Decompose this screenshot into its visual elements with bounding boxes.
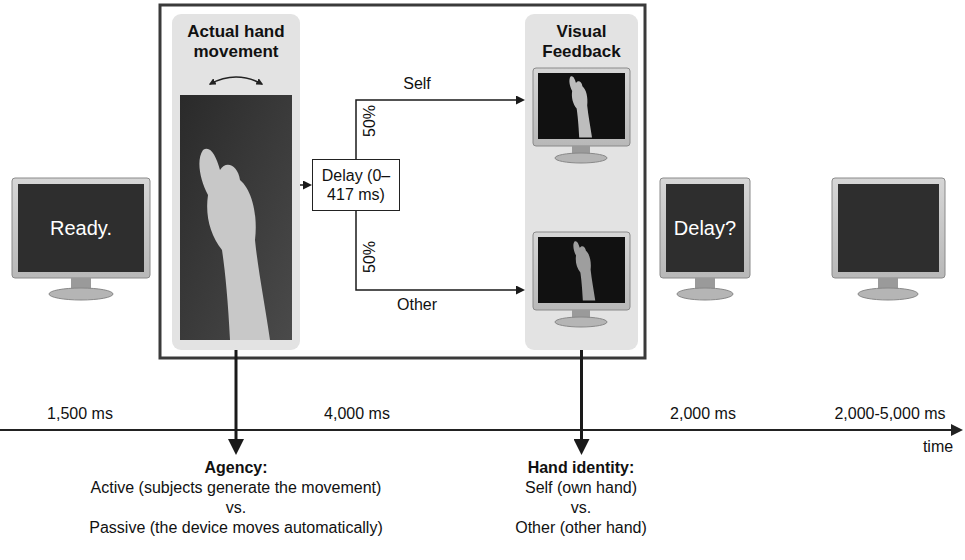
panel-background — [172, 14, 300, 350]
monitor-base — [555, 317, 607, 327]
duration-label: 2,000-5,000 ms — [834, 405, 945, 423]
flow-arrow — [300, 184, 308, 186]
node-title: Hand identity: — [515, 458, 647, 478]
monitor-screen — [666, 184, 744, 272]
condition-block: Hand identity:Self (own hand)vs.Other (o… — [513, 455, 649, 538]
duration-label: 4,000 ms — [324, 405, 390, 423]
monitor-bezel — [12, 178, 150, 278]
connectors — [236, 100, 582, 447]
probability-label: 50% — [361, 105, 379, 137]
monitor-screen — [538, 237, 625, 303]
monitor-screen-text: Ready. — [18, 184, 144, 272]
monitor — [12, 178, 150, 300]
monitor-screen-text: Delay? — [666, 184, 744, 272]
node-text: Self (own hand) — [515, 478, 647, 498]
outer-frame — [160, 5, 645, 358]
condition-block: Agency:Active (subjects generate the mov… — [87, 455, 384, 538]
node-title: Agency: — [89, 458, 382, 478]
monitor-bezel — [533, 68, 630, 146]
monitor-screen — [18, 184, 144, 272]
monitor-bezel — [832, 178, 945, 278]
node-text: Other (other hand) — [515, 518, 647, 538]
edge-label: Other — [397, 296, 437, 314]
node-title: Delay (0–417 ms) — [321, 166, 391, 204]
node-text: vs. — [515, 498, 647, 518]
monitor-screen — [538, 73, 625, 139]
node-text: Active (subjects generate the movement) — [89, 478, 382, 498]
monitor — [832, 178, 945, 300]
hand-figure — [569, 76, 592, 137]
monitor-base — [858, 288, 918, 300]
node-title: Delay? — [674, 217, 736, 240]
flow-arrow — [356, 211, 521, 290]
panel-box: Visual Feedback — [525, 14, 638, 350]
monitor-bezel — [533, 232, 630, 310]
node-title: Visual Feedback — [529, 22, 634, 62]
monitor-screen — [838, 184, 939, 272]
duration-label: time — [923, 438, 953, 456]
monitor-bezel — [660, 178, 750, 278]
monitor — [533, 68, 630, 163]
process-box: Delay (0–417 ms) — [312, 159, 400, 211]
hand-photo — [180, 95, 292, 340]
monitor — [660, 178, 750, 300]
edge-label: Self — [403, 75, 431, 93]
monitor-base — [555, 153, 607, 163]
thick-arrow — [235, 350, 238, 447]
hand-figure — [199, 149, 270, 340]
monitor-base — [677, 288, 733, 300]
node-title: Ready. — [50, 217, 112, 240]
monitor — [533, 232, 630, 327]
node-title: Actual hand movement — [176, 22, 296, 62]
panel-box: Actual hand movement — [172, 14, 300, 350]
timeline-axis — [0, 429, 953, 431]
node-text: vs. — [89, 498, 382, 518]
probability-label: 50% — [361, 241, 379, 273]
monitor-base — [49, 288, 113, 300]
node-text: Passive (the device moves automatically) — [89, 518, 382, 538]
hand-figure — [573, 241, 595, 300]
panel-background — [525, 14, 638, 350]
timeline-arrowhead — [951, 424, 963, 436]
movement-arrow — [210, 77, 262, 84]
duration-label: 2,000 ms — [670, 405, 736, 423]
duration-label: 1,500 ms — [47, 405, 113, 423]
thick-arrow — [580, 350, 583, 447]
flow-arrow — [356, 100, 521, 159]
